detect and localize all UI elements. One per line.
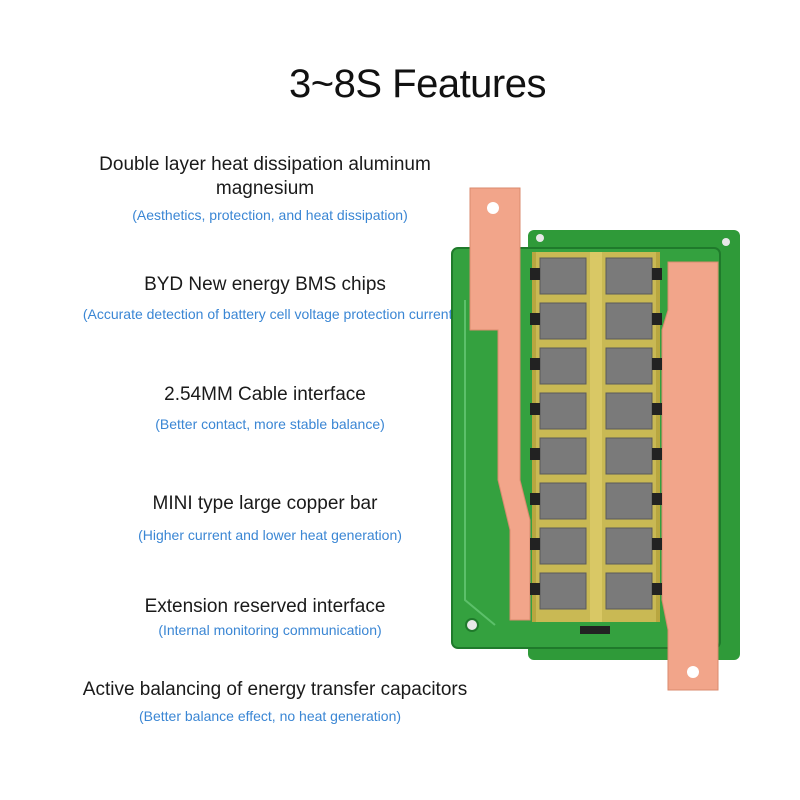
chip-pad <box>530 448 540 460</box>
chip <box>605 302 653 340</box>
page-title: 3~8S Features <box>289 62 547 106</box>
mosfet-chips <box>530 257 662 610</box>
chip-pad <box>530 313 540 325</box>
feature-6-subtitle: (Better balance effect, no heat generati… <box>138 708 402 724</box>
chip <box>539 347 587 385</box>
feature-5-subtitle: (Internal monitoring communication) <box>158 622 382 638</box>
right-copper-hole <box>687 666 699 678</box>
right-copper-bar <box>661 261 719 691</box>
chip <box>539 482 587 520</box>
chip-pad <box>530 538 540 550</box>
chip-pad <box>652 403 662 415</box>
chip-pad <box>652 358 662 370</box>
feature-6-title: Active balancing of energy transfer capa… <box>82 679 468 700</box>
feature-2-title: BYD New energy BMS chips <box>144 274 386 295</box>
chip <box>605 572 653 610</box>
chip-pad <box>530 268 540 280</box>
chip <box>539 437 587 475</box>
chip <box>605 347 653 385</box>
chip <box>605 437 653 475</box>
chip-pad <box>652 493 662 505</box>
chip-pad <box>530 583 540 595</box>
feature-3-subtitle: (Better contact, more stable balance) <box>155 416 385 432</box>
feature-1-title: Double layer heat dissipation aluminum m… <box>99 154 431 199</box>
chip <box>539 257 587 295</box>
feature-3-title: 2.54MM Cable interface <box>164 384 366 405</box>
left-copper-hole <box>487 202 499 214</box>
chip-pad <box>652 268 662 280</box>
chip <box>605 257 653 295</box>
chip <box>605 527 653 565</box>
bms-board-image <box>451 187 740 691</box>
chip <box>539 392 587 430</box>
chip <box>539 302 587 340</box>
chip-pad <box>652 538 662 550</box>
chip-pad <box>530 403 540 415</box>
chip-pad <box>530 493 540 505</box>
chip-pad <box>530 358 540 370</box>
chip <box>605 482 653 520</box>
feature-4-subtitle: (Higher current and lower heat generatio… <box>138 527 402 543</box>
feature-4-title: MINI type large copper bar <box>152 493 378 514</box>
chip <box>539 527 587 565</box>
bottom-connector <box>580 626 610 634</box>
chip <box>605 392 653 430</box>
chip-pad <box>652 313 662 325</box>
feature-1-subtitle: (Aesthetics, protection, and heat dissip… <box>132 207 408 223</box>
chip <box>539 572 587 610</box>
chip-pad <box>652 583 662 595</box>
chip-pad <box>652 448 662 460</box>
left-copper-bar <box>469 187 531 621</box>
feature-2-subtitle: (Accurate detection of battery cell volt… <box>82 306 458 322</box>
feature-5-title: Extension reserved interface <box>144 596 386 617</box>
